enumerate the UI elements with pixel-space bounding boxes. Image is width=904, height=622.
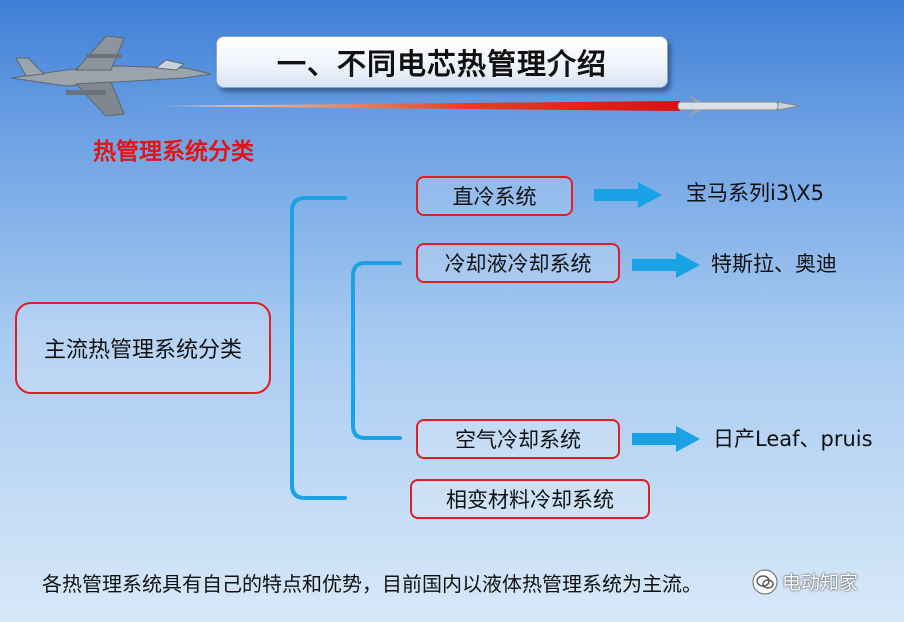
air-cooling-box: 空气冷却系统 [416,419,620,459]
section-heading: 热管理系统分类 [93,139,254,165]
coolant-cooling-example: 特斯拉、奥迪 [711,252,837,276]
watermark-text: 电动知家 [782,572,859,594]
coolant-cooling-box: 冷却液冷却系统 [416,243,620,283]
arrow-right-icon [594,182,662,208]
phase-change-cooling-box: 相变材料冷却系统 [410,479,650,519]
footer-note: 各热管理系统具有自己的特点和优势，目前国内以液体热管理系统为主流。 [42,572,702,596]
fighter-jet-image [10,35,212,117]
wechat-icon [752,569,778,594]
air-cooling-example: 日产Leaf、pruis [713,427,873,451]
inner-bracket [351,261,402,440]
arrow-right-icon [632,252,700,278]
watermark: 电动知家 [752,568,858,595]
root-category-box: 主流热管理系统分类 [15,302,271,394]
missile-streak-image [140,95,801,117]
slide-title: 一、不同电芯热管理介绍 [216,36,668,88]
direct-cooling-example: 宝马系列i3\X5 [686,181,825,205]
direct-cooling-box: 直冷系统 [416,176,573,216]
outer-bracket [290,196,347,500]
arrow-right-icon [632,426,700,452]
